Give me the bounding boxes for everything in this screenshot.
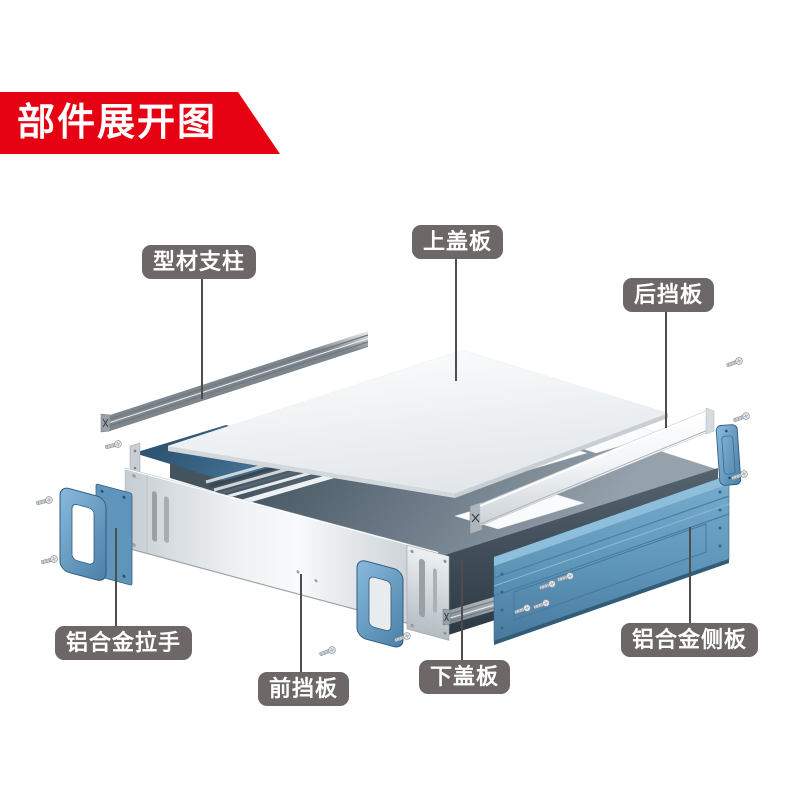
label-profile-strut: 型材支柱 [142, 245, 257, 279]
section-banner: 部件展开图 [0, 92, 280, 154]
front-assembly [59, 467, 450, 648]
leader-profile-strut [201, 279, 203, 399]
label-aluminum-side-panel: 铝合金侧板 [621, 623, 759, 657]
right-rack-ear [406, 544, 450, 641]
leader-aluminum-handle [115, 528, 117, 626]
leader-top-cover [455, 259, 457, 381]
label-bottom-cover: 下盖板 [419, 660, 511, 694]
leader-side-panel [689, 527, 691, 623]
top-cover-panel [167, 349, 669, 498]
rear-bracket [715, 424, 742, 486]
right-handle [356, 560, 404, 648]
label-rear-panel: 后挡板 [623, 278, 715, 312]
leader-bottom-cover [461, 557, 463, 660]
leader-front-panel [300, 574, 302, 672]
side-panel [493, 474, 730, 645]
label-front-panel: 前挡板 [258, 672, 350, 706]
rear-panel-bar [469, 407, 715, 535]
left-handle [59, 487, 107, 581]
leader-rear-panel [665, 312, 667, 428]
profile-strut [100, 331, 369, 433]
label-top-cover: 上盖板 [412, 225, 504, 259]
banner-title: 部件展开图 [17, 102, 218, 144]
label-aluminum-handle: 铝合金拉手 [55, 626, 193, 660]
